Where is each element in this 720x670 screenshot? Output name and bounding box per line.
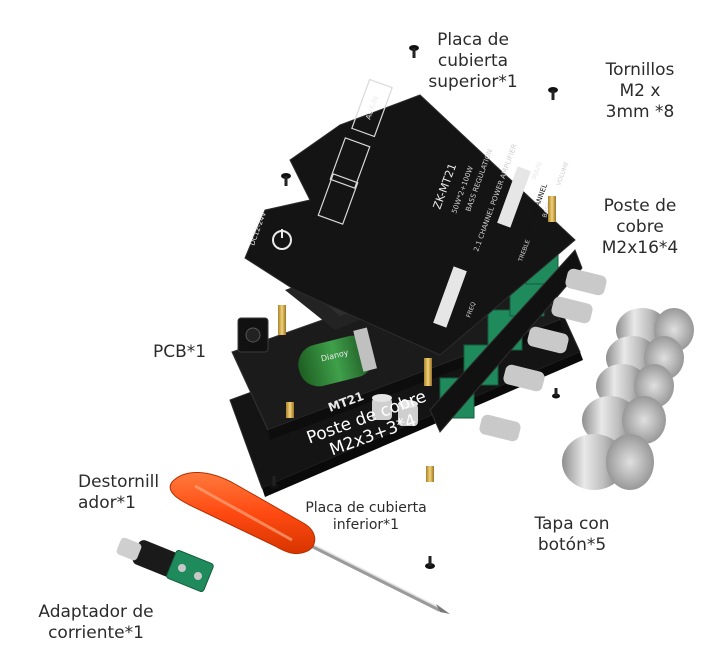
label-line: Destornill xyxy=(78,472,160,492)
label-copper-post-long: Poste de cobre M2x16*4 xyxy=(588,196,692,259)
small-capacitors xyxy=(372,394,418,426)
board-volume: VOLUME xyxy=(555,160,570,186)
label-line: corriente*1 xyxy=(48,623,144,643)
screw xyxy=(269,476,279,489)
label-line: cubierta xyxy=(437,51,509,71)
label-line: Adaptador de xyxy=(38,602,154,622)
label-line: Tapa con xyxy=(534,514,610,534)
copper-posts-long xyxy=(278,196,556,386)
label-line: PCB*1 xyxy=(153,342,207,362)
label-bottom-cover: Placa de cubierta inferior*1 xyxy=(296,500,436,534)
label-top-cover: Placa de cubierta superior*1 xyxy=(418,30,528,93)
top-cover-plate: ZK-MT21 50W*2+100W BASS REGULATION 2.1 C… xyxy=(244,78,576,356)
label-screws: Tornillos M2 x 3mm *8 xyxy=(590,60,690,123)
screw xyxy=(552,388,560,399)
label-line: M2 x xyxy=(619,81,661,101)
label-line: inferior*1 xyxy=(332,517,400,533)
label-line: Poste de xyxy=(603,196,677,216)
knob-caps xyxy=(562,308,694,490)
label-line: cobre xyxy=(616,217,664,237)
screwdriver xyxy=(169,471,450,614)
potentiometer-shafts xyxy=(479,268,607,442)
label-line: Tornillos xyxy=(605,60,675,80)
power-adapter xyxy=(116,537,214,592)
screw xyxy=(281,173,291,186)
label-line: botón*5 xyxy=(537,535,607,555)
label-pcb: PCB*1 xyxy=(153,342,206,363)
pcb-board: Dianoy xyxy=(231,247,607,442)
knob-cap xyxy=(562,434,654,490)
label-line: superior*1 xyxy=(428,72,518,92)
screw xyxy=(548,87,558,100)
copper-posts-short xyxy=(286,402,434,482)
label-line: 3mm *8 xyxy=(605,102,675,122)
board-main: MAIN xyxy=(530,161,544,181)
label-screwdriver: Destornill ador*1 xyxy=(78,472,159,514)
label-knob-caps: Tapa con botón*5 xyxy=(522,514,622,556)
screws xyxy=(269,45,560,569)
label-line: Placa de xyxy=(437,30,509,50)
label-line: Placa de cubierta xyxy=(305,500,427,516)
front-panel xyxy=(429,249,583,433)
label-power-adapter: Adaptador de corriente*1 xyxy=(36,602,156,644)
label-line: ador*1 xyxy=(78,493,136,513)
dc-jack xyxy=(237,317,269,353)
screw xyxy=(425,556,435,569)
knob-cap xyxy=(582,396,666,444)
electrolytic-capacitor: Dianoy xyxy=(298,327,377,387)
label-line: M2x16*4 xyxy=(601,238,679,258)
screw xyxy=(409,45,419,58)
